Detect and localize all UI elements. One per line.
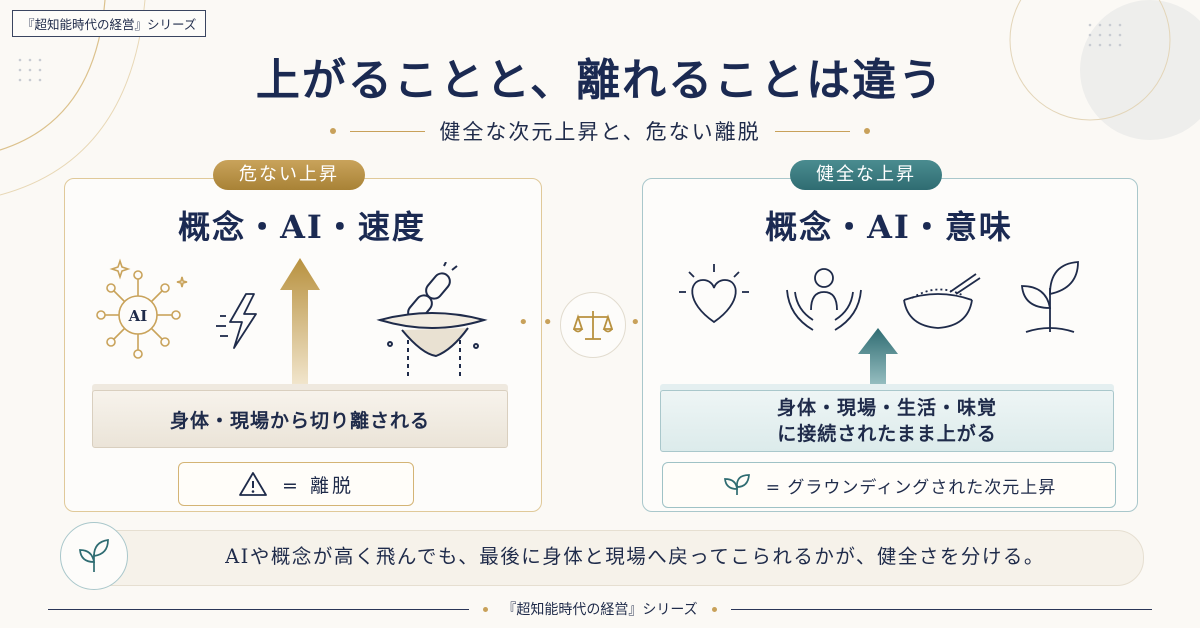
healthy-slab-line2: に接続されたまま上がる [777, 423, 997, 445]
healthy-slab-line1: 身体・現場・生活・味覚 [776, 397, 997, 419]
divider [730, 608, 1152, 610]
heart-icon [679, 264, 749, 324]
bottom-message-bar [64, 530, 1144, 586]
balance-scale-badge [560, 292, 626, 358]
risky-result-text: = 離脱 [282, 474, 354, 497]
subtitle: 健全な次元上昇と、危ない離脱 [439, 120, 761, 144]
healthy-result-box: = グラウンディングされた次元上昇 [662, 462, 1116, 508]
risky-ascent-slab: 身体・現場から切り離される [92, 390, 508, 448]
subtitle-row: 健全な次元上昇と、危ない離脱 [330, 116, 871, 146]
ornament-dot [330, 128, 336, 134]
healthy-ascent-heading: 概念・AI・意味 [765, 208, 1013, 246]
bottom-message: AIや概念が高く飛んでも、最後に身体と現場へ戻ってこられるかが、健全さを分ける。 [225, 545, 1045, 568]
up-arrow-icon [858, 328, 898, 394]
ai-network-icon: AI [96, 258, 188, 359]
page-title: 上がることと、離れることは違う [255, 55, 945, 106]
ai-node-label: AI [128, 307, 148, 325]
person-hands-icon [786, 268, 862, 331]
bottom-sprout-badge [60, 522, 128, 590]
series-tag: 『超知能時代の経営』シリーズ [12, 10, 207, 37]
ornament-dot [864, 128, 871, 134]
healthy-ascent-badge: 健全な上昇 [790, 160, 942, 190]
rice-bowl-icon [903, 273, 981, 329]
healthy-ascent-slab: 身体・現場・生活・味覚 に接続されたまま上がる [660, 390, 1114, 452]
up-arrow-icon [280, 258, 320, 384]
risky-result-box: = 離脱 [178, 462, 414, 506]
healthy-result-text: = グラウンディングされた次元上昇 [765, 477, 1057, 498]
footer-series: 『超知能時代の経営』シリーズ [502, 602, 698, 618]
balance-scale-icon [573, 311, 613, 340]
broken-chain-icon [376, 262, 488, 380]
footer: 『超知能時代の経営』シリーズ [48, 598, 1152, 620]
lightning-icon [216, 293, 257, 349]
ornament-dot [711, 606, 717, 612]
leaf-icon [723, 474, 750, 495]
warning-icon [239, 472, 267, 496]
sprout-icon [1021, 261, 1079, 333]
risky-ascent-badge: 危ない上昇 [213, 160, 365, 190]
sprout-icon [79, 539, 109, 572]
divider [350, 130, 426, 132]
divider [48, 608, 470, 610]
divider [774, 130, 851, 132]
ornament-dot [483, 606, 489, 612]
risky-ascent-heading: 概念・AI・速度 [178, 208, 426, 246]
